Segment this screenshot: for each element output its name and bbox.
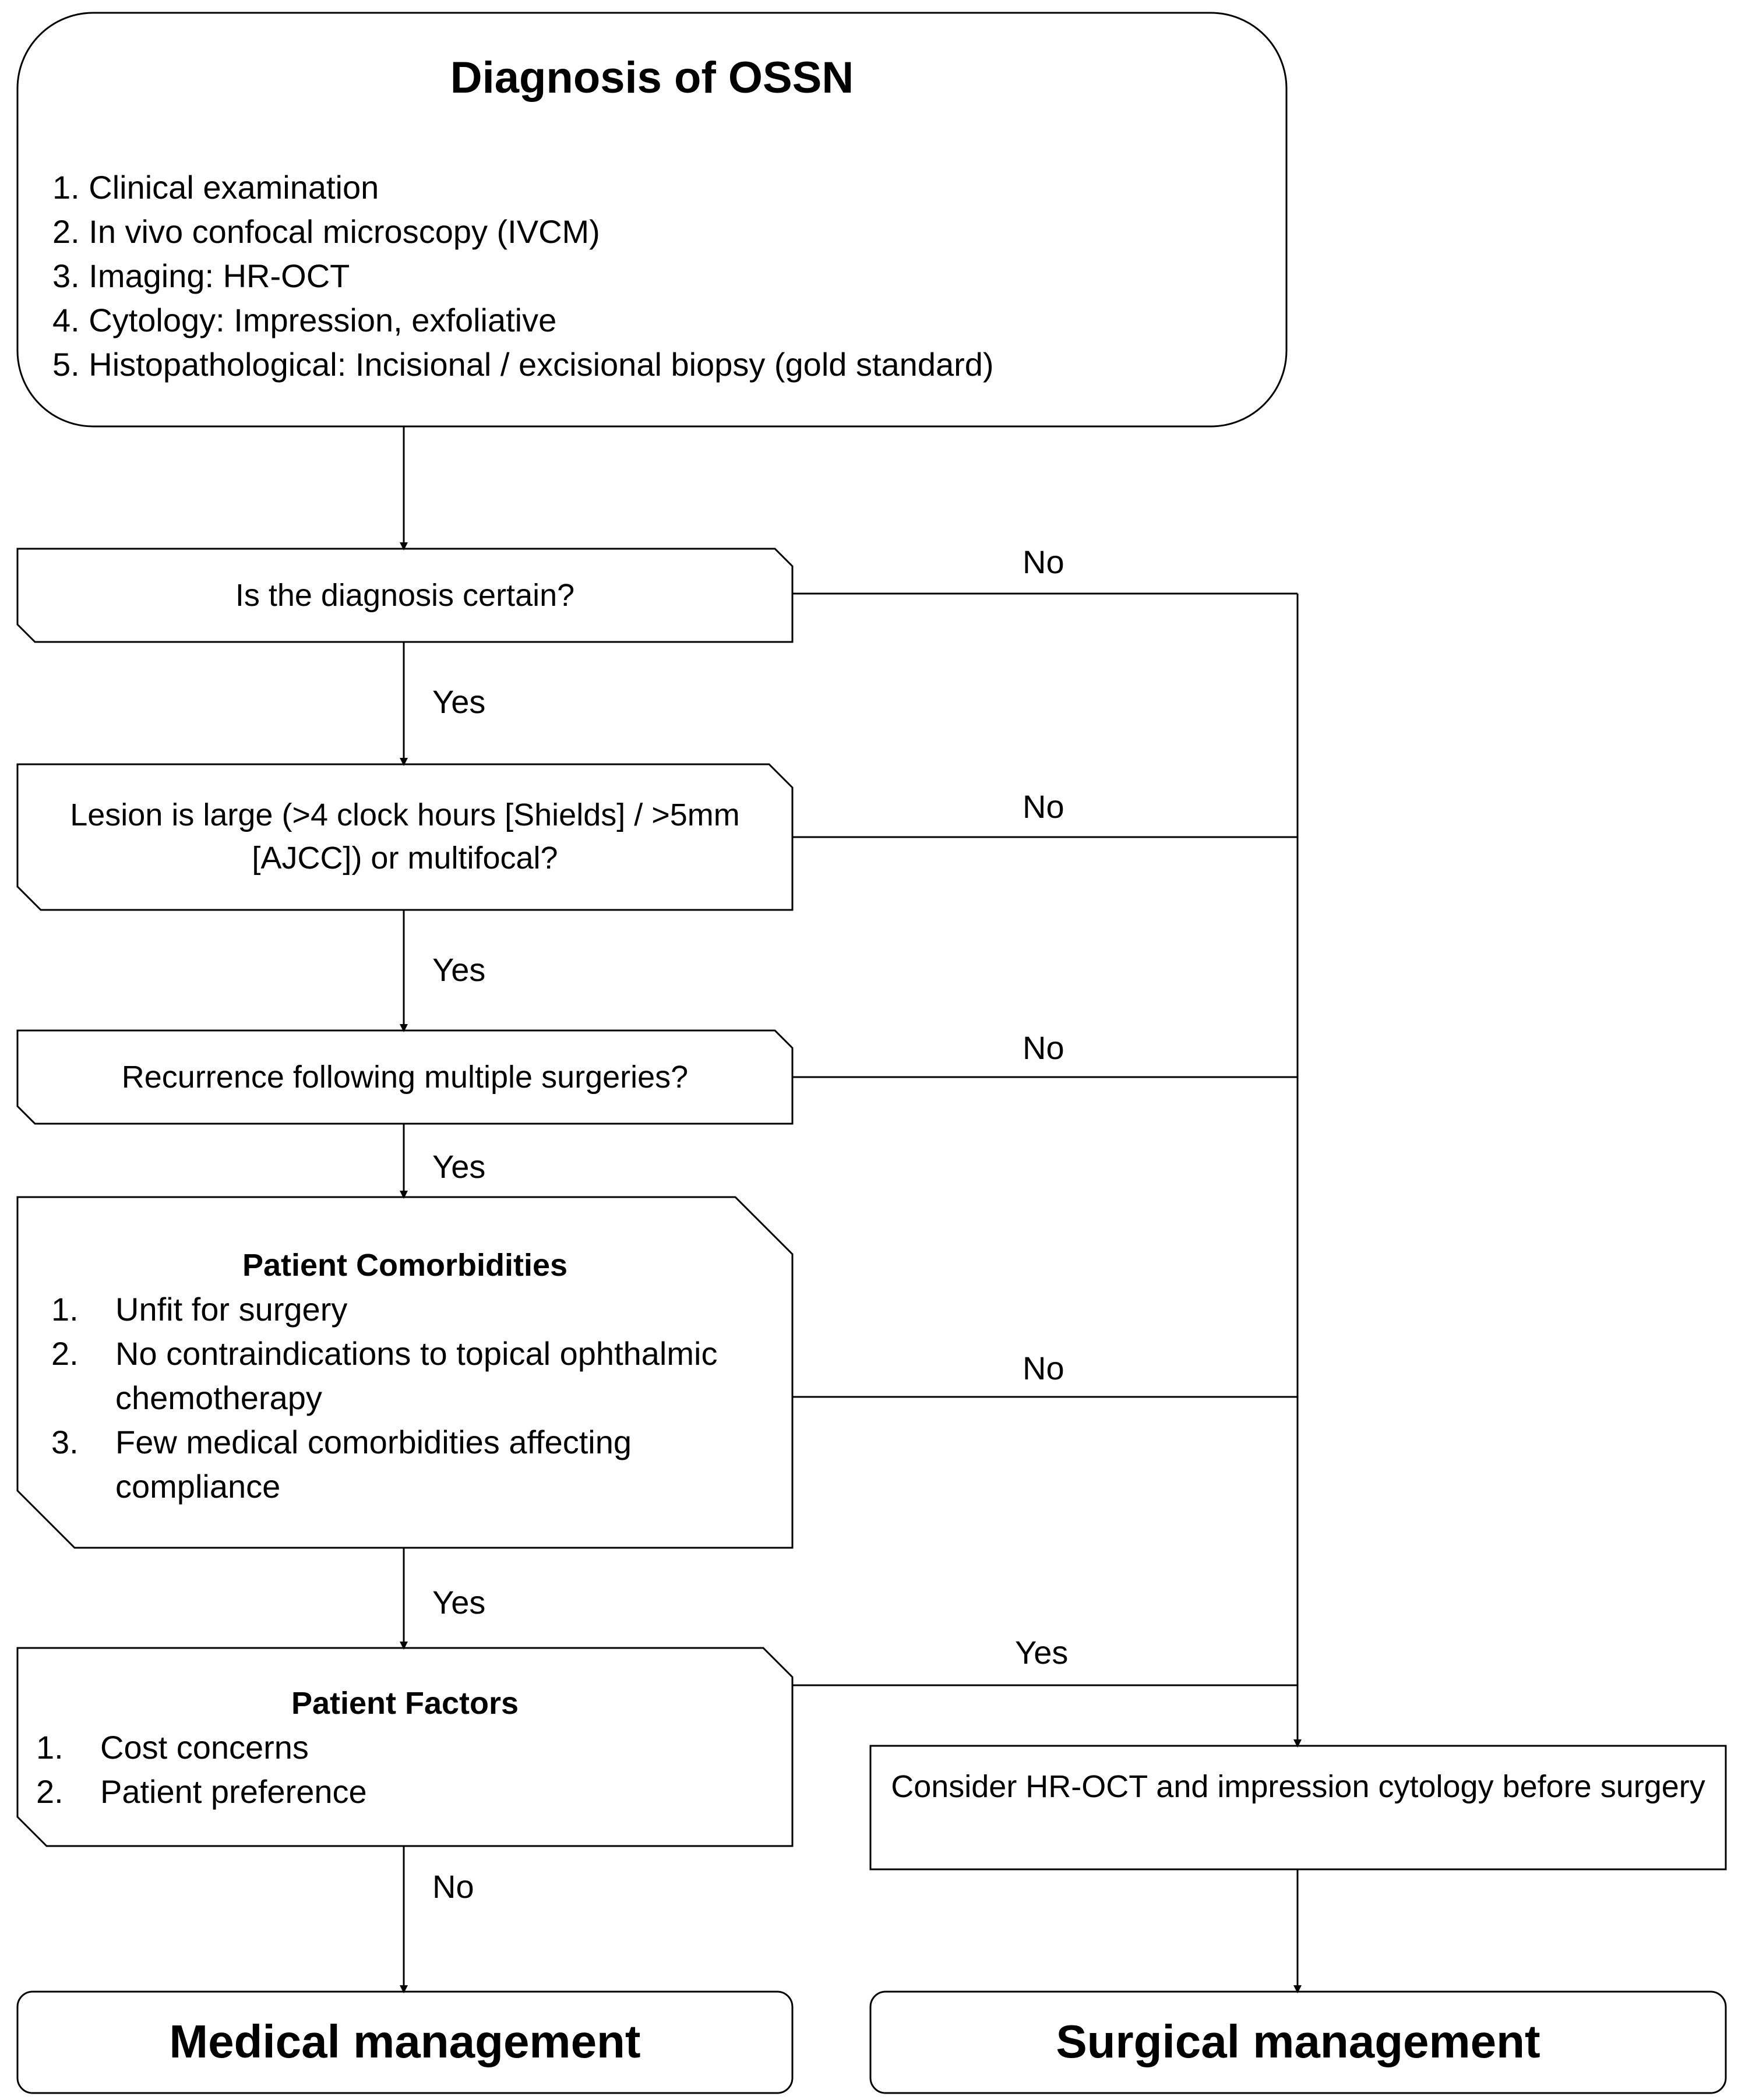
comorbidity-number: 2. [51,1335,79,1372]
diagnosis-item: 2. In vivo confocal microscopy (IVCM) [52,213,600,250]
comorbidity-text: Few medical comorbidities affecting comp… [115,1424,632,1505]
consider-text: Consider HR-OCT and impression cytology … [891,1769,1705,1804]
medical-management-label: Medical management [169,2016,641,2067]
diagnosis-title: Diagnosis of OSSN [450,53,854,103]
question-lesion-large-box [16,763,794,911]
edge-label-no: No [1023,788,1064,825]
question-recurrence: Recurrence following multiple surgeries? [121,1060,689,1095]
surgical-management-label: Surgical management [1056,2016,1540,2067]
comorbidity-number: 1. [51,1291,79,1328]
edge-label-yes: Yes [432,1148,486,1185]
comorbidities-list: 1. Unfit for surgery 2. No contraindicatio… [51,1287,739,1509]
factor-number: 2. [36,1773,64,1810]
factors-list: 1. Cost concerns 2. Patient preference [36,1725,735,1814]
factor-item: 2. Patient preference [36,1770,735,1814]
diagnosis-list: 1. Clinical examination 2. In vivo confo… [52,165,1264,387]
factor-text: Cost concerns [100,1729,309,1766]
edge-label-yes: Yes [432,951,486,988]
question-diagnosis-certain: Is the diagnosis certain? [235,578,575,613]
diagnosis-box [16,12,1288,428]
edge-label-no: No [1023,1029,1064,1066]
edge-label-no: No [1023,543,1064,580]
diagnosis-item: 3. Imaging: HR-OCT [52,257,350,294]
question-diagnosis-certain-box [16,548,794,643]
factor-item: 1. Cost concerns [36,1725,735,1770]
factor-number: 1. [36,1729,64,1766]
comorbidity-text: Unfit for surgery [115,1291,348,1328]
comorbidity-text: No contraindications to topical ophthalm… [115,1335,718,1416]
question-recurrence-box [16,1029,794,1125]
comorbidity-item: 2. No contraindications to topical ophtha… [51,1332,739,1420]
diagnosis-item: 5. Histopathological: Incisional / excis… [52,346,994,383]
consider-box [869,1745,1727,1870]
edge-label-yes: Yes [432,1584,486,1621]
question-lesion-large: Lesion is large (>4 clock hours [Shields… [70,797,740,876]
edge-label-yes: Yes [432,683,486,720]
patient-factors-box [16,1647,794,1847]
patient-comorbidities-box [16,1196,794,1549]
factors-title: Patient Factors [291,1686,519,1721]
edge-label-yes: Yes [1015,1634,1069,1671]
diagnosis-item: 1. Clinical examination [52,169,379,206]
factor-text: Patient preference [100,1773,367,1810]
comorbidity-item: 1. Unfit for surgery [51,1287,739,1332]
comorbidities-title: Patient Comorbidities [242,1248,568,1283]
edge-label-no: No [432,1868,474,1905]
edge-label-no: No [1023,1350,1064,1386]
comorbidity-number: 3. [51,1424,79,1460]
comorbidity-item: 3. Few medical comorbidities affecting co… [51,1420,739,1509]
diagnosis-item: 4. Cytology: Impression, exfoliative [52,302,557,338]
